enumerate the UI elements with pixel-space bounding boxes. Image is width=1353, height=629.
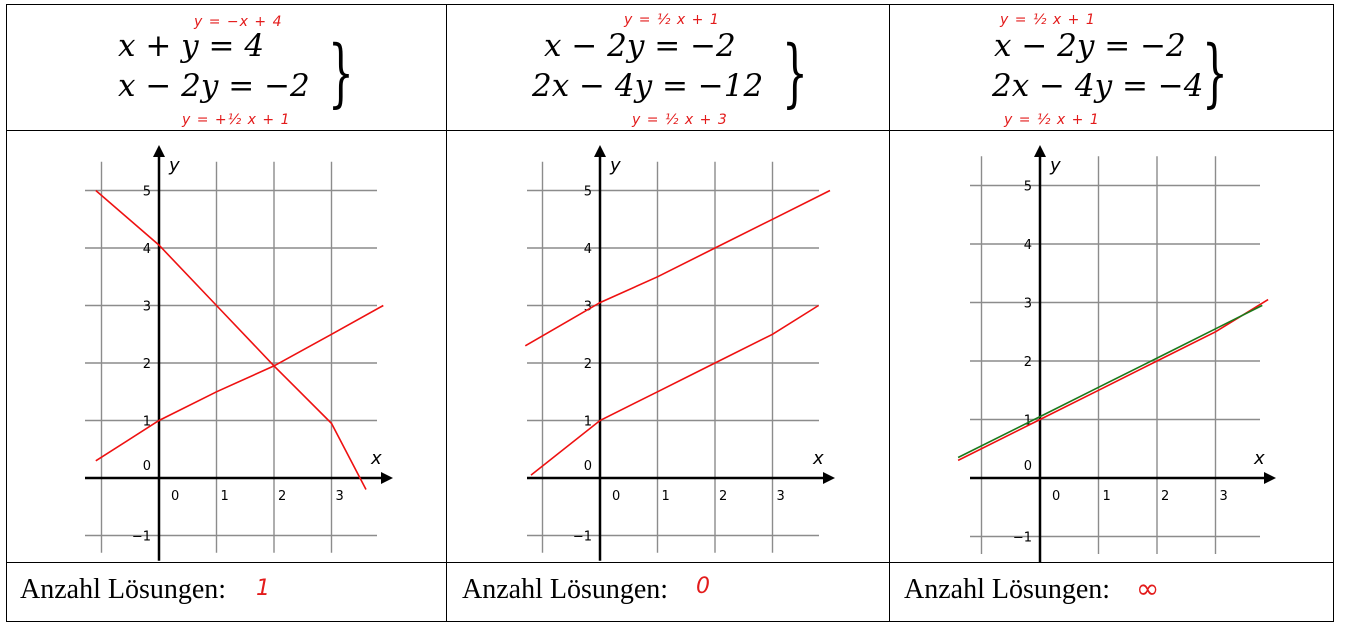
- y-tick-label: 0: [1024, 459, 1032, 474]
- answer-cell-3: [889, 562, 1334, 622]
- y-tick-label: 0: [143, 459, 151, 474]
- y-axis-label: y: [1049, 155, 1061, 176]
- y-tick-label: 3: [143, 300, 151, 315]
- handwritten-note-above-3: y = ½ x + 1: [1000, 12, 1096, 28]
- coordinate-graph-3: x y 0 1 2 3 −1 0 1 2 3 4 5: [957, 145, 1276, 562]
- x-tick-label: 1: [221, 489, 229, 504]
- systems-table: y = −x + 4 x + y = 4 x − 2y = −2 } y = +…: [6, 4, 1334, 622]
- y-tick-label: 3: [584, 300, 592, 315]
- y-tick-label: 2: [584, 357, 592, 372]
- y-axis-label: y: [168, 155, 180, 176]
- series-line-2: [530, 304, 819, 476]
- series-line-2: [95, 304, 384, 462]
- x-tick-label: 2: [278, 489, 286, 504]
- answer-value-2: 0: [696, 574, 710, 599]
- y-tick-label: 2: [1024, 355, 1032, 370]
- y-tick-label: 4: [584, 242, 592, 257]
- x-tick-label: 3: [777, 489, 785, 504]
- y-tick-label: 2: [143, 357, 151, 372]
- y-tick-label: 1: [1024, 414, 1032, 429]
- y-tick-label: 4: [143, 242, 151, 257]
- x-tick-label: 2: [719, 489, 727, 504]
- equation-2-line-2: 2x − 4y = −12: [532, 68, 764, 104]
- handwritten-note-below-1: y = +½ x + 1: [182, 112, 291, 128]
- x-axis-arrow: [1264, 472, 1276, 484]
- equation-3-line-2: 2x − 4y = −4: [992, 68, 1204, 104]
- brace-symbol-1: }: [328, 30, 354, 116]
- x-tick-label: 3: [336, 489, 344, 504]
- y-tick-label: 5: [1024, 180, 1032, 195]
- x-tick-label: 1: [662, 489, 670, 504]
- handwritten-note-below-2: y = ½ x + 3: [632, 112, 728, 128]
- series-line-1: [95, 189, 367, 490]
- equation-3-line-1: x − 2y = −2: [994, 28, 1186, 64]
- y-tick-label: 1: [143, 415, 151, 430]
- y-axis-label: y: [609, 155, 621, 176]
- x-tick-label: 0: [1052, 489, 1060, 504]
- y-tick-label: 5: [143, 185, 151, 200]
- x-axis-arrow: [381, 472, 393, 484]
- x-axis-label: x: [370, 448, 382, 469]
- x-axis-label: x: [1253, 448, 1265, 469]
- answer-value-3: ∞: [1136, 572, 1160, 605]
- y-tick-label: 0: [584, 459, 592, 474]
- y-tick-label: −1: [573, 530, 592, 545]
- brace-symbol-3: }: [1202, 30, 1228, 116]
- coordinate-graph-2: x y 0 1 2 3 −1 0 1 2 3 4 5: [524, 145, 835, 561]
- handwritten-note-above-1: y = −x + 4: [194, 14, 283, 30]
- x-tick-label: 0: [171, 489, 179, 504]
- handwritten-note-below-3: y = ½ x + 1: [1004, 112, 1100, 128]
- series-line-1: [957, 298, 1269, 462]
- y-axis-arrow: [153, 145, 165, 157]
- series-line-1: [524, 189, 831, 347]
- series-line-2: [957, 304, 1263, 459]
- y-tick-label: 5: [584, 185, 592, 200]
- y-axis-arrow: [594, 145, 606, 157]
- handwritten-note-above-2: y = ½ x + 1: [624, 12, 720, 28]
- x-tick-label: 1: [1103, 489, 1111, 504]
- y-tick-label: 3: [1024, 297, 1032, 312]
- answer-label-1: Anzahl Lösungen:: [20, 574, 227, 605]
- y-tick-label: 1: [584, 415, 592, 430]
- equation-1-line-1: x + y = 4: [118, 28, 265, 64]
- x-axis-label: x: [812, 448, 824, 469]
- y-axis-arrow: [1034, 145, 1046, 157]
- answer-value-1: 1: [256, 576, 270, 601]
- answer-label-3: Anzahl Lösungen:: [904, 574, 1111, 605]
- y-tick-label: −1: [132, 530, 151, 545]
- coordinate-graph-1: x y 0 1 2 3 −1 0 1 2 3 4 5: [85, 145, 393, 561]
- equation-1-line-2: x − 2y = −2: [118, 68, 310, 104]
- x-tick-label: 2: [1161, 489, 1169, 504]
- brace-symbol-2: }: [782, 30, 808, 116]
- equation-2-line-1: x − 2y = −2: [544, 28, 736, 64]
- y-tick-label: −1: [1013, 531, 1032, 546]
- y-tick-label: 4: [1024, 238, 1032, 253]
- x-tick-label: 3: [1220, 489, 1228, 504]
- x-axis-arrow: [823, 472, 835, 484]
- x-tick-label: 0: [612, 489, 620, 504]
- answer-label-2: Anzahl Lösungen:: [462, 574, 669, 605]
